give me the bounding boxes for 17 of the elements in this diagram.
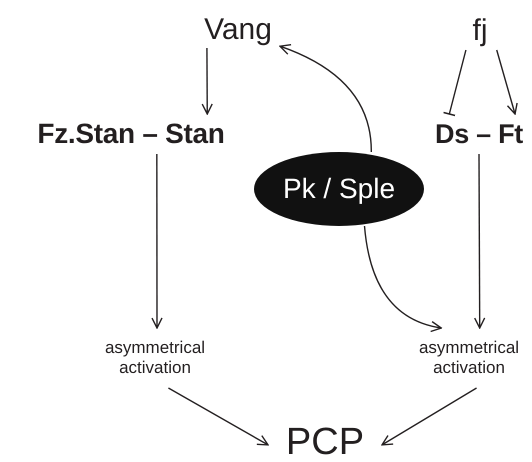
outcome-label: PCP	[286, 420, 364, 462]
arrow	[381, 387, 477, 446]
arrow	[168, 387, 269, 446]
protein-name: Pk / Sple	[282, 172, 396, 206]
complex-label: Ds – Ft	[435, 118, 523, 150]
process-label: asymmetrical activation	[418, 338, 520, 378]
arrow	[202, 48, 213, 115]
gene-label: fj	[472, 13, 488, 49]
process-label: asymmetrical activation	[104, 338, 206, 378]
arrow	[151, 154, 163, 329]
complex-label: Fz.Stan – Stan	[37, 117, 225, 151]
arrow	[496, 50, 518, 115]
arrow	[364, 226, 442, 332]
arrow	[279, 44, 372, 152]
inhibition-line	[442, 50, 467, 116]
arrow	[474, 154, 486, 329]
gene-label: Vang	[204, 12, 272, 48]
